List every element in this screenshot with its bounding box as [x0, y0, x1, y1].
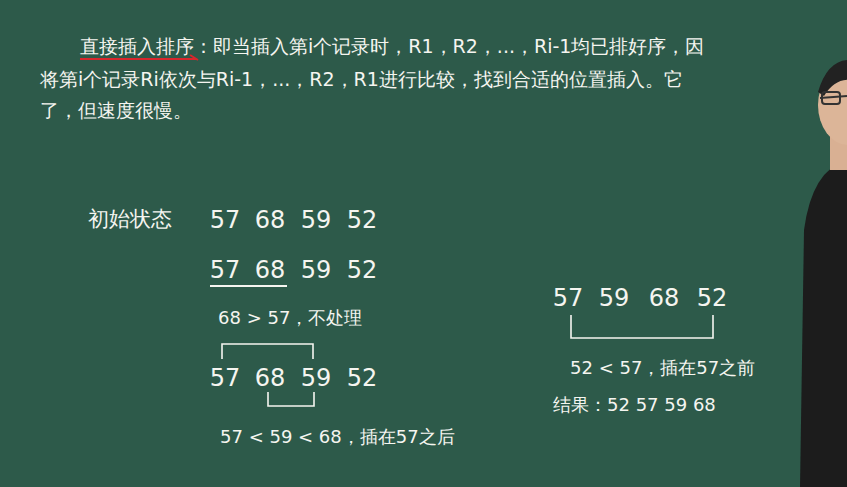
result-note: 结果：52 57 59 68 — [553, 394, 716, 416]
definition-text: 将第i个记录Ri依次与Ri-1，...，R2，R1进行比较，找到合适的位置插入。… — [40, 68, 683, 91]
key-number: 68 — [255, 364, 286, 393]
step-note: 68 > 57，不处理 — [218, 307, 362, 329]
key-number: 68 — [255, 206, 286, 235]
key-number: 59 — [301, 256, 332, 285]
key-number: 52 — [347, 364, 378, 393]
key-number: 57 — [210, 364, 241, 393]
key-number: 52 — [697, 284, 728, 313]
key-number: 52 — [347, 256, 378, 285]
key-number: 68 — [255, 256, 286, 285]
compare-bracket — [571, 315, 713, 338]
term-heading: 直接插入排序 — [80, 35, 194, 58]
compare-bracket — [222, 344, 313, 359]
key-number: 59 — [599, 284, 630, 313]
definition-text: ：即当插入第i个记录时，R1，R2，...，Ri-1均已排好序，因 — [194, 35, 704, 58]
key-number: 57 — [210, 206, 241, 235]
row-heading: 初始状态 — [88, 207, 172, 232]
sorted-underline — [210, 285, 287, 287]
compare-bracket — [268, 392, 314, 406]
step-note: 57 < 59 < 68，插在57之后 — [220, 426, 455, 448]
lecturer-figure — [800, 60, 847, 487]
key-number: 52 — [347, 206, 378, 235]
key-number: 57 — [210, 256, 241, 285]
key-number: 57 — [553, 284, 584, 313]
key-number: 68 — [649, 284, 680, 313]
key-number: 59 — [301, 364, 332, 393]
step-note: 52 < 57，插在57之前 — [570, 357, 755, 379]
definition-text: 了，但速度很慢。 — [40, 99, 192, 122]
key-number: 59 — [301, 206, 332, 235]
